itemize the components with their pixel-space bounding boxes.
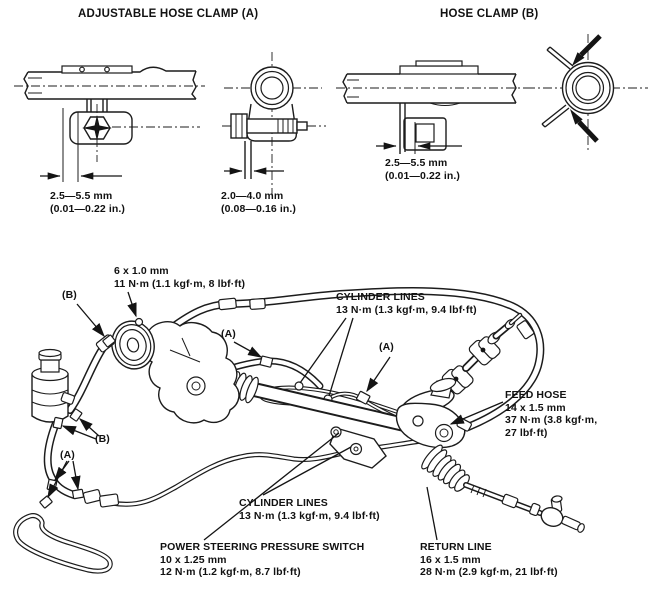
power-steering-pump	[95, 317, 240, 424]
label-cylinder-lines-lower: CYLINDER LINES 13 N·m (1.3 kgf·m, 9.4 lb…	[239, 497, 380, 522]
label-feed-hose: FEED HOSE 14 x 1.5 mm 37 N·m (3.8 kgf·m,…	[505, 389, 598, 439]
steering-assembly-illustration	[13, 287, 585, 574]
dimension-adjustable-side: 2.5—5.5 mm (0.01—0.22 in.)	[50, 190, 126, 215]
label-clamp-a-reservoir: (A)	[60, 449, 75, 461]
label-clamp-b-reservoir: (B)	[95, 433, 110, 445]
label-pump-bolt-torque: 6 x 1.0 mm 11 N·m (1.1 kgf·m, 8 lbf·ft)	[114, 265, 246, 290]
right-boot-bellows	[421, 444, 470, 492]
reservoir-tank	[31, 348, 76, 423]
label-cylinder-lines-upper: CYLINDER LINES 13 N·m (1.3 kgf·m, 9.4 lb…	[336, 291, 477, 316]
leader-lines	[47, 291, 504, 541]
title-adjustable-hose-clamp: ADJUSTABLE HOSE CLAMP (A)	[78, 8, 259, 20]
clamp-tab-arrow-top	[572, 34, 602, 66]
label-pressure-switch: POWER STEERING PRESSURE SWITCH 10 x 1.25…	[160, 541, 365, 578]
label-clamp-b-pump: (B)	[62, 289, 77, 301]
label-clamp-a-feed: (A)	[221, 328, 236, 340]
tie-rod-end	[529, 495, 585, 533]
adjustable-clamp-side-view	[14, 65, 205, 182]
dimension-clamp-b: 2.5—5.5 mm (0.01—0.22 in.)	[385, 157, 461, 182]
label-clamp-a-cylinder: (A)	[379, 341, 394, 353]
clamp-tab-arrow-bottom	[570, 109, 599, 143]
adjustable-clamp-end-view	[222, 52, 326, 196]
label-return-line: RETURN LINE 16 x 1.5 mm 28 N·m (2.9 kgf·…	[420, 541, 558, 578]
title-hose-clamp-b: HOSE CLAMP (B)	[440, 8, 539, 20]
dimension-adjustable-end: 2.0—4.0 mm (0.08—0.16 in.)	[221, 190, 297, 215]
hose-clamp-b-side-view	[336, 60, 530, 154]
hose-clamp-b-end-view	[526, 34, 648, 152]
